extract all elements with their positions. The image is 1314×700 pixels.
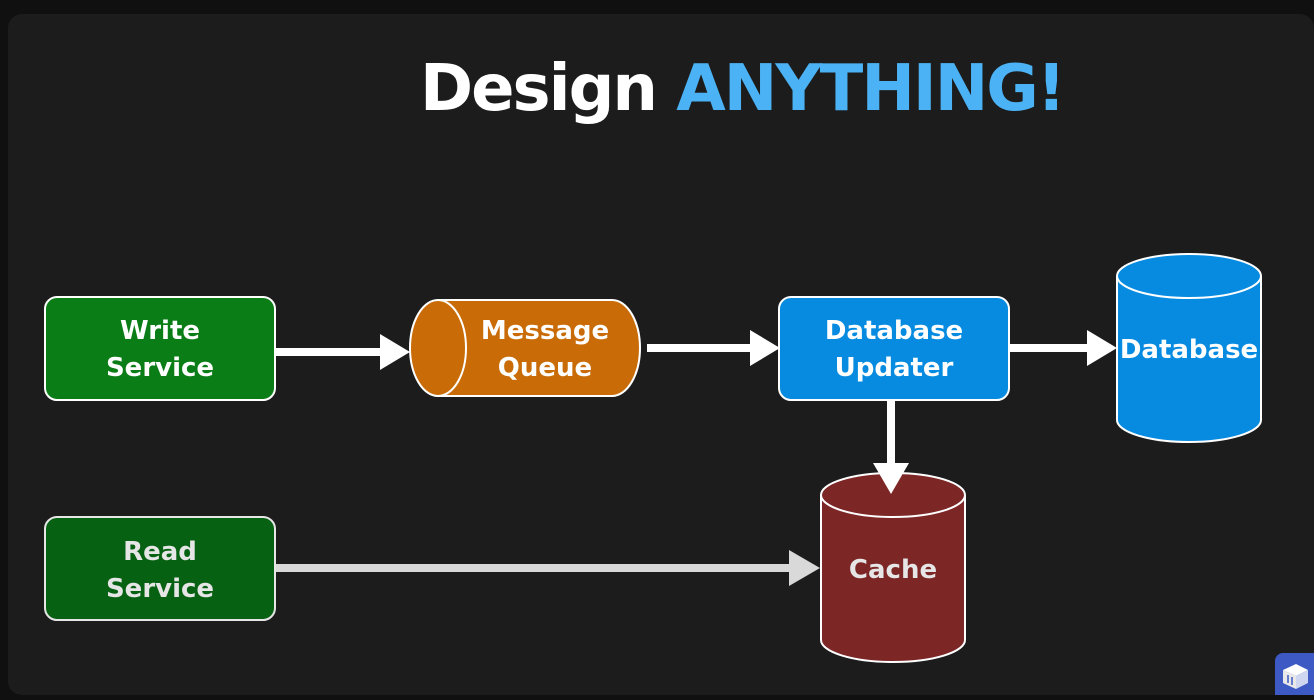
cube-icon — [1283, 664, 1308, 689]
message-queue-label-line1: Message — [481, 316, 609, 346]
cache-node[interactable]: Cache — [820, 472, 966, 663]
cache-label: Cache — [849, 555, 937, 585]
write-service-label-line1: Write — [120, 316, 200, 346]
database-node[interactable]: Database — [1116, 253, 1262, 443]
read-service-label-line2: Service — [106, 574, 214, 604]
title-prefix: Design — [420, 52, 658, 126]
read-service-label-line1: Read — [123, 537, 197, 567]
title-accent: ANYTHING! — [676, 52, 1066, 126]
write-service-node[interactable]: Write Service — [44, 296, 276, 401]
read-service-node[interactable]: Read Service — [44, 516, 276, 621]
edge-updater-to-cache — [873, 401, 909, 494]
edge-write-to-queue — [276, 334, 410, 370]
database-updater-label-line1: Database — [825, 316, 963, 346]
edge-queue-to-updater — [647, 330, 780, 366]
channel-badge[interactable] — [1275, 653, 1314, 695]
database-updater-node[interactable]: Database Updater — [778, 296, 1010, 401]
slide-title: Design ANYTHING! — [0, 52, 1314, 126]
database-label: Database — [1120, 335, 1258, 365]
message-queue-node[interactable]: Message Queue — [409, 299, 641, 397]
message-queue-label-line2: Queue — [498, 353, 592, 383]
database-updater-label-line2: Updater — [835, 353, 954, 383]
edge-updater-to-database — [1010, 330, 1117, 366]
edge-read-to-cache — [276, 550, 820, 586]
write-service-label-line2: Service — [106, 353, 214, 383]
